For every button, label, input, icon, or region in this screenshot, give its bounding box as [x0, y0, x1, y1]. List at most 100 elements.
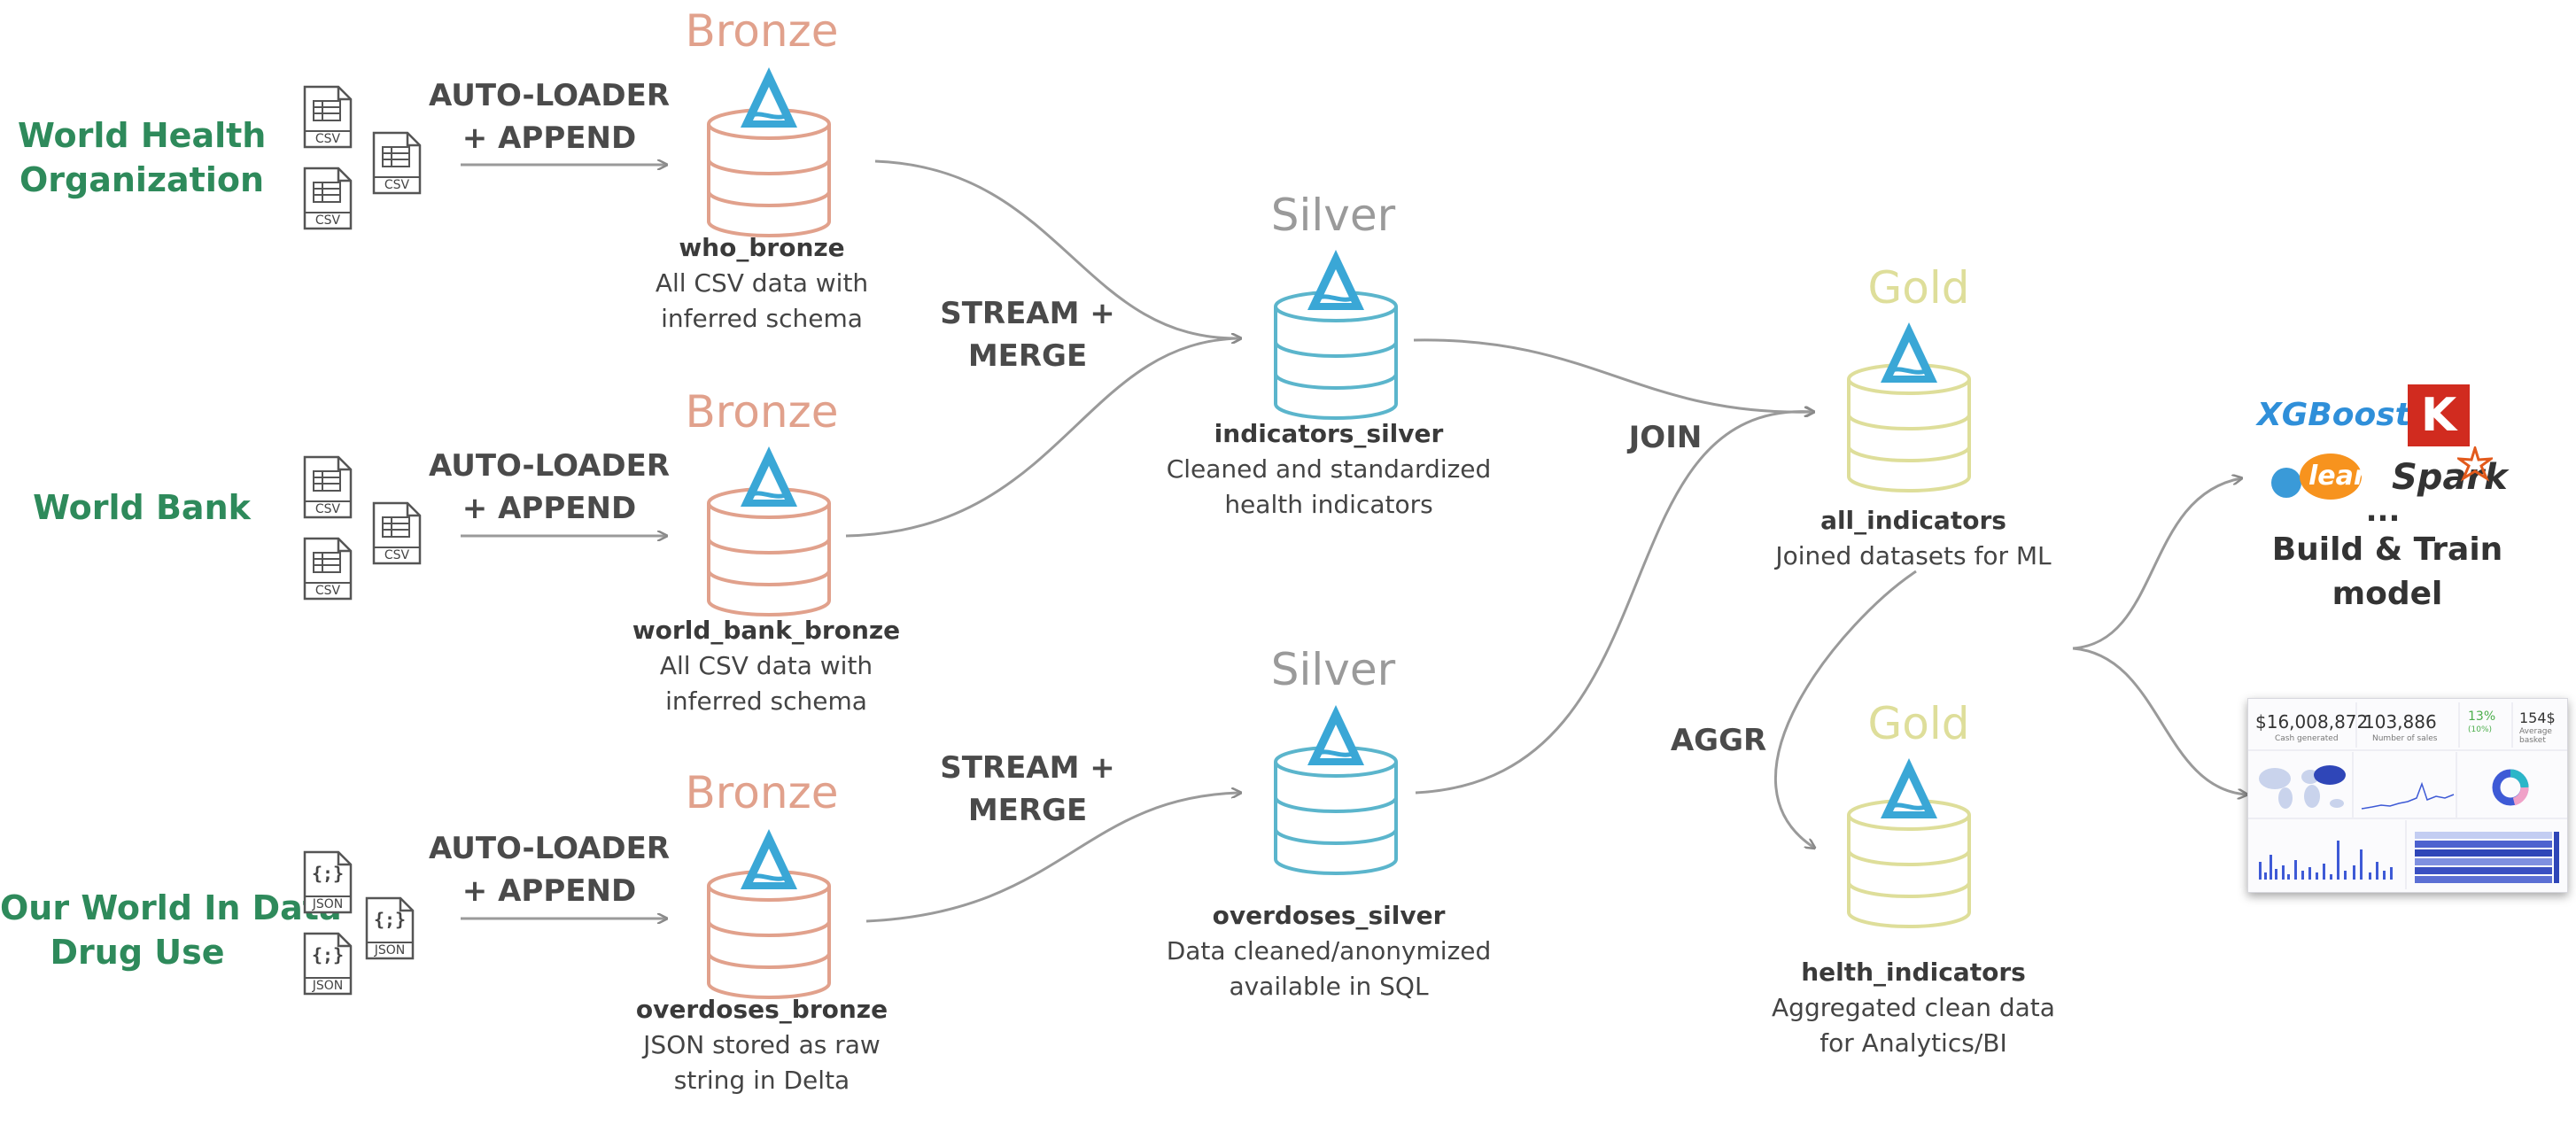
- line-chart: [2361, 781, 2455, 810]
- ellipsis: ...: [2365, 493, 2401, 529]
- arrow-gold-to-bi: [2072, 647, 2246, 795]
- json-file-icon: {;} JSON: [303, 932, 353, 996]
- json-glyph: {;}: [311, 944, 345, 965]
- kpi-value: 13%: [2468, 709, 2496, 724]
- op-stream-merge-1: STREAM + MERGE: [940, 296, 1115, 374]
- table-description: Aggregated clean data for Analytics/BI: [1772, 993, 2055, 1058]
- table-name: world_bank_bronze: [632, 616, 901, 645]
- json-file-icon: {;} JSON: [303, 850, 353, 914]
- csv-file-icon: CSV: [372, 501, 422, 565]
- json-file-icon: {;} JSON: [365, 896, 415, 960]
- arrow-aggr: [1773, 570, 1917, 848]
- kpi-value: $16,008,872: [2255, 711, 2369, 733]
- gold-table-cylinder: [1847, 322, 1971, 492]
- sklearn-orange-blob: [2300, 454, 2362, 500]
- table-description: Joined datasets for ML: [1775, 541, 2052, 570]
- gold-caption-all-indicators: all_indicators Joined datasets for ML: [1736, 503, 2091, 574]
- table-name: overdoses_bronze: [635, 995, 888, 1024]
- table-name: who_bronze: [679, 233, 845, 262]
- op-autoloader-who: AUTO-LOADER + APPEND: [428, 78, 671, 156]
- table-description: Cleaned and standardized health indicato…: [1166, 454, 1492, 519]
- spark-logo: Spark: [2392, 457, 2508, 498]
- xgboost-logo: XGBoost: [2257, 397, 2410, 433]
- delta-logo-icon: [741, 67, 797, 128]
- delta-logo-icon: [1307, 705, 1364, 765]
- file-type-label: JSON: [312, 897, 344, 911]
- tier-label-silver-1: Silver: [1270, 190, 1396, 241]
- arrow-overdoses-silver-to-gold: [1415, 412, 1813, 795]
- op-stream-merge-2: STREAM + MERGE: [940, 750, 1115, 828]
- file-type-label: CSV: [314, 502, 341, 516]
- json-glyph: {;}: [373, 909, 407, 930]
- arrow-gold-to-ml: [2072, 478, 2241, 650]
- bronze-table-cylinder: [707, 829, 831, 999]
- table-name: helth_indicators: [1801, 958, 2026, 987]
- csv-file-icon: CSV: [303, 85, 353, 149]
- ml-label: Build & Train model: [2271, 531, 2503, 612]
- file-type-label: CSV: [384, 548, 410, 562]
- delta-logo-icon: [1881, 322, 1937, 383]
- source-world-bank: World Bank: [33, 488, 251, 527]
- table-description: All CSV data with inferred schema: [659, 651, 873, 716]
- tier-label-bronze-3: Bronze: [685, 767, 839, 818]
- delta-logo-icon: [1881, 758, 1937, 818]
- arrow-silver-to-gold-join: [1413, 338, 1813, 412]
- table-name: indicators_silver: [1214, 419, 1444, 448]
- heatmap: [2415, 832, 2559, 883]
- bi-dashboard-thumbnail: $16,008,872 Cash generated 103,886 Numbe…: [2247, 698, 2568, 893]
- kpi-label: Cash generated: [2275, 734, 2339, 743]
- delta-logo-icon: [1307, 250, 1364, 310]
- bronze-table-cylinder: [707, 67, 831, 237]
- tier-label-gold-2: Gold: [1867, 698, 1970, 749]
- file-type-label: CSV: [314, 213, 341, 228]
- table-name: all_indicators: [1820, 506, 2006, 535]
- arrow-wb-bronze-to-silver: [845, 338, 1240, 538]
- file-type-label: CSV: [384, 178, 410, 192]
- table-description: Data cleaned/anonymized available in SQL: [1166, 936, 1492, 1001]
- delta-logo-icon: [741, 829, 797, 889]
- file-type-label: JSON: [312, 979, 344, 993]
- bronze-caption-who: who_bronze All CSV data with inferred sc…: [585, 230, 939, 337]
- world-map: [2259, 765, 2346, 809]
- silver-table-cylinder: [1274, 250, 1398, 420]
- bar-chart: [2259, 841, 2393, 880]
- donut-chart: [2492, 769, 2529, 806]
- file-type-label: JSON: [374, 943, 406, 958]
- source-owid: Our World In Data Drug Use: [0, 888, 342, 972]
- kpi-label: Number of sales: [2372, 734, 2438, 743]
- silver-table-cylinder: [1274, 705, 1398, 875]
- silver-caption-overdoses: overdoses_silver Data cleaned/anonymized…: [1152, 898, 1506, 1004]
- op-join: JOIN: [1628, 420, 1703, 455]
- bronze-caption-wb: world_bank_bronze All CSV data with infe…: [585, 613, 948, 719]
- keras-logo: K: [2408, 384, 2470, 446]
- op-autoloader-wb: AUTO-LOADER + APPEND: [428, 448, 671, 526]
- op-aggr: AGGR: [1670, 723, 1767, 758]
- table-description: All CSV data with inferred schema: [655, 268, 869, 333]
- csv-file-icon: CSV: [303, 167, 353, 230]
- dashboard-charts: [2248, 702, 2567, 889]
- delta-logo-icon: [741, 446, 797, 507]
- tier-label-bronze-2: Bronze: [685, 386, 839, 438]
- tier-label-bronze-1: Bronze: [685, 5, 839, 57]
- arrow-who-bronze-to-silver: [874, 159, 1240, 338]
- sklearn-blue-blob: [2271, 468, 2301, 498]
- kpi-label: Average basket: [2519, 727, 2552, 745]
- op-autoloader-owid: AUTO-LOADER + APPEND: [428, 831, 671, 909]
- bronze-table-cylinder: [707, 446, 831, 616]
- file-type-label: CSV: [314, 584, 341, 598]
- kpi-value: 103,886: [2363, 711, 2437, 733]
- bronze-caption-owid: overdoses_bronze JSON stored as raw stri…: [585, 992, 939, 1098]
- json-glyph: {;}: [311, 863, 345, 884]
- csv-file-icon: CSV: [303, 455, 353, 519]
- csv-file-icon: CSV: [303, 537, 353, 601]
- spark-star-icon: [2457, 446, 2493, 482]
- source-who: World Health Organization: [18, 116, 267, 199]
- tier-label-silver-2: Silver: [1270, 644, 1396, 695]
- sklearn-logo: learn: [2308, 461, 2386, 492]
- kpi-label: (10%): [2468, 725, 2493, 734]
- tier-label-gold-1: Gold: [1867, 262, 1970, 314]
- silver-caption-indicators: indicators_silver Cleaned and standardiz…: [1152, 416, 1506, 523]
- csv-file-icon: CSV: [372, 131, 422, 195]
- gold-table-cylinder: [1847, 758, 1971, 928]
